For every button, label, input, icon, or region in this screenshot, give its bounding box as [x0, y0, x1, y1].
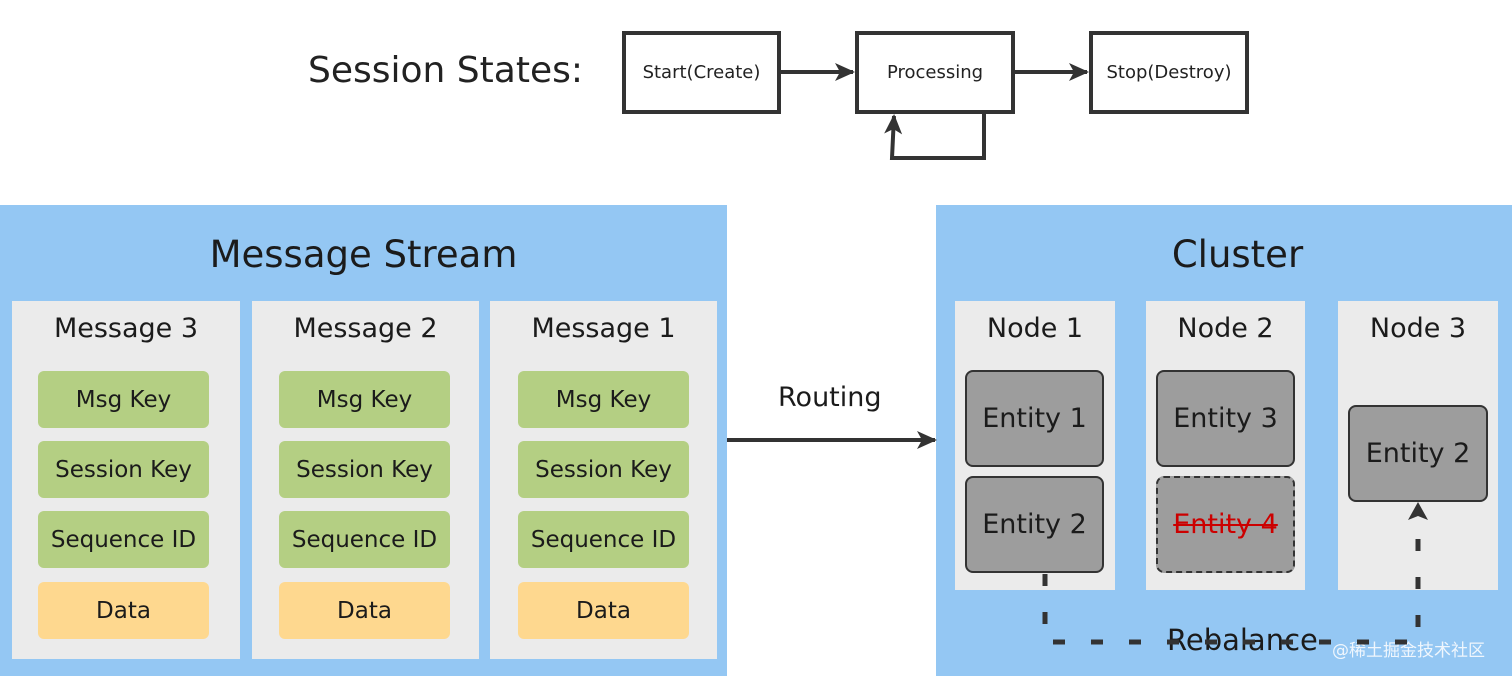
state-stop: Stop(Destroy)	[1089, 31, 1249, 114]
data-field: Data	[518, 582, 689, 639]
data-field: Data	[38, 582, 209, 639]
arrow-processing-self-loop	[884, 114, 986, 160]
message-card: Message 3 Msg Key Session Key Sequence I…	[12, 301, 240, 659]
msg-key-field: Msg Key	[518, 371, 689, 428]
entity-box: Entity 2	[1348, 405, 1488, 502]
entity-box: Entity 2	[965, 476, 1104, 573]
sequence-id-field: Sequence ID	[279, 511, 450, 568]
rebalance-label: Rebalance	[1167, 623, 1318, 657]
node-title: Node 2	[1177, 313, 1274, 344]
session-key-field: Session Key	[279, 441, 450, 498]
removed-entity-box: Entity 4	[1156, 476, 1295, 573]
message-card: Message 1 Msg Key Session Key Sequence I…	[490, 301, 717, 659]
node-card: Node 3 Entity 2	[1338, 301, 1498, 590]
node-card: Node 2 Entity 3 Entity 4	[1146, 301, 1305, 590]
session-key-field: Session Key	[38, 441, 209, 498]
cluster-panel: Cluster Node 1 Entity 1 Entity 2 Node 2 …	[936, 205, 1512, 676]
state-processing: Processing	[855, 31, 1015, 114]
entity-box: Entity 1	[965, 370, 1104, 467]
routing-label: Routing	[778, 382, 882, 413]
watermark: @稀土掘金技术社区	[1332, 641, 1485, 661]
message-stream-panel: Message Stream Message 3 Msg Key Session…	[0, 205, 727, 676]
node-card: Node 1 Entity 1 Entity 2	[955, 301, 1115, 590]
node-title: Node 3	[1369, 313, 1467, 344]
message-card: Message 2 Msg Key Session Key Sequence I…	[252, 301, 479, 659]
data-field: Data	[279, 582, 450, 639]
node-title: Node 1	[986, 313, 1084, 344]
message-title: Message 2	[293, 313, 438, 344]
message-title: Message 1	[531, 313, 676, 344]
session-states-label: Session States:	[308, 50, 583, 91]
message-stream-title: Message Stream	[209, 233, 518, 276]
msg-key-field: Msg Key	[38, 371, 209, 428]
message-title: Message 3	[53, 313, 199, 344]
sequence-id-field: Sequence ID	[518, 511, 689, 568]
sequence-id-field: Sequence ID	[38, 511, 209, 568]
state-start: Start(Create)	[622, 31, 781, 114]
session-key-field: Session Key	[518, 441, 689, 498]
cluster-title: Cluster	[1171, 233, 1304, 276]
msg-key-field: Msg Key	[279, 371, 450, 428]
entity-box: Entity 3	[1156, 370, 1295, 467]
